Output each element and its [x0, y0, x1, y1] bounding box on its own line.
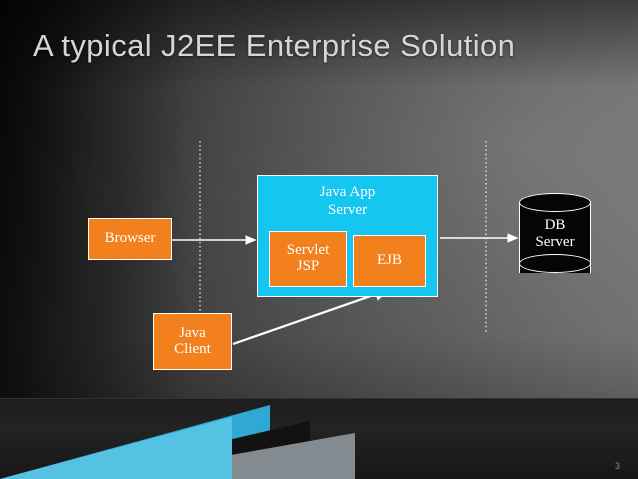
node-java-client[interactable]: Java Client [153, 313, 232, 370]
node-servlet-jsp-label-line2: JSP [296, 258, 320, 274]
node-db-server[interactable]: DB Server [519, 193, 591, 282]
node-app-server-label: Java App Server [258, 183, 437, 219]
page-title: A typical J2EE Enterprise Solution [33, 28, 516, 63]
node-ejb-label: EJB [376, 252, 402, 269]
slide-number: 3 [614, 461, 620, 471]
node-browser-label: Browser [104, 230, 156, 247]
db-cylinder-top-ellipse [519, 193, 591, 212]
node-app-server-label-line1: Java App [319, 184, 376, 200]
node-db-server-label: DB Server [519, 217, 591, 252]
node-db-server-label-line1: DB [544, 217, 566, 233]
node-db-server-label-line2: Server [535, 234, 575, 251]
node-app-server-label-line2: Server [327, 202, 368, 218]
db-cylinder-bottom-ellipse [519, 254, 591, 273]
node-java-client-label-line1: Java [179, 324, 206, 341]
node-java-client-label-line2: Client [174, 340, 211, 357]
node-servlet-jsp-label: Servlet JSP [286, 242, 330, 275]
node-browser[interactable]: Browser [88, 218, 172, 260]
node-servlet-jsp[interactable]: Servlet JSP [269, 231, 347, 287]
footer-blue-wedge-inner [0, 417, 232, 479]
node-servlet-jsp-label-line1: Servlet [286, 242, 330, 259]
node-java-client-label: Java Client [174, 324, 211, 358]
node-ejb[interactable]: EJB [353, 235, 426, 287]
slide-footer-band-edge [0, 398, 638, 399]
